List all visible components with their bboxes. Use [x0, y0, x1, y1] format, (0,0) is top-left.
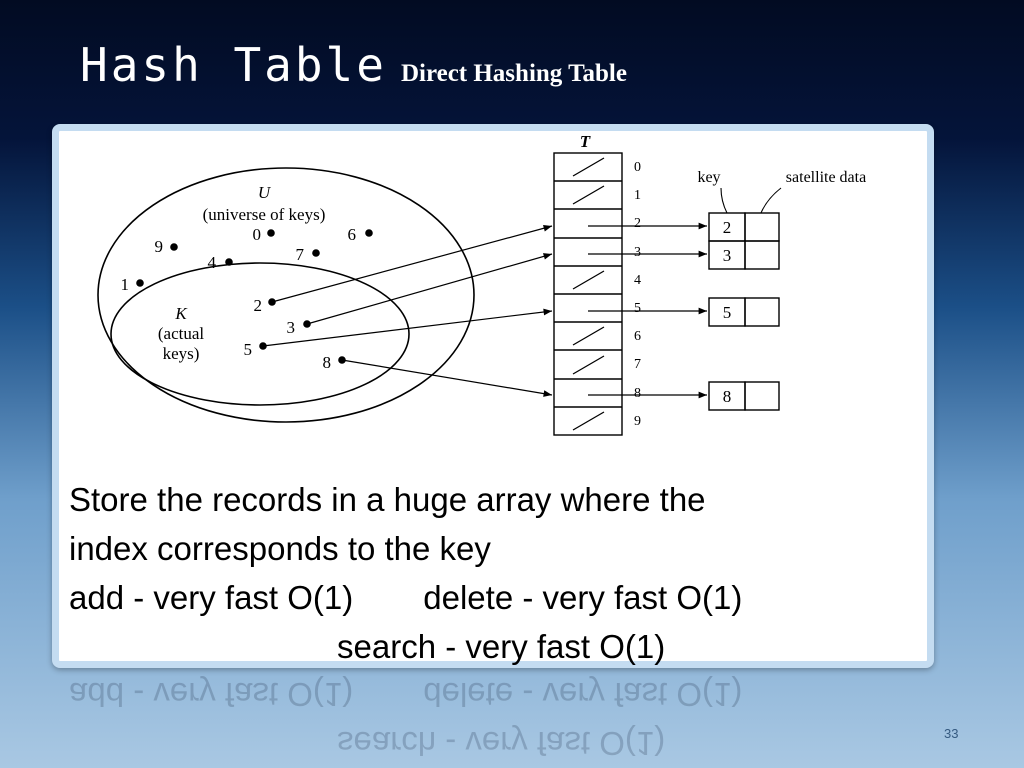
header-leaders	[720, 187, 782, 214]
slot-indices: 0 1 2 3 4 5 6 7 8 9	[634, 160, 641, 429]
satellite-data-header: satellite data	[786, 169, 866, 186]
search-complexity: search - very fast O(1)	[337, 628, 666, 665]
actual-key-3: 3	[287, 318, 311, 337]
reflection-search: search - very fast O(1)	[337, 725, 666, 762]
svg-text:9: 9	[634, 414, 641, 429]
svg-text:0: 0	[253, 225, 262, 244]
universe-label: U	[258, 183, 272, 202]
hash-table	[553, 152, 623, 436]
svg-text:8: 8	[634, 386, 641, 401]
card-reflection: search - very fast O(1) add - very fast …	[52, 672, 934, 768]
table-label: T	[580, 132, 591, 151]
svg-text:3: 3	[723, 246, 732, 265]
actual-key-2: 2	[254, 296, 276, 315]
svg-text:7: 7	[296, 245, 305, 264]
svg-text:8: 8	[723, 387, 732, 406]
subset-label: K	[174, 304, 188, 323]
svg-text:2: 2	[634, 216, 641, 231]
title-main: Hash Table	[80, 38, 387, 92]
unused-key-0: 0	[253, 225, 275, 244]
svg-text:7: 7	[634, 357, 641, 372]
svg-text:6: 6	[348, 225, 357, 244]
actual-key-5: 5	[244, 340, 267, 359]
operations-line: add - very fast O(1) delete - very fast O…	[69, 573, 929, 622]
record-2: 2	[708, 212, 780, 242]
slot-to-record-arrows	[588, 222, 707, 399]
unused-key-9: 9	[155, 237, 178, 256]
actual-key-8: 8	[323, 353, 346, 372]
svg-text:1: 1	[634, 188, 641, 203]
unused-key-1: 1	[121, 275, 144, 294]
key-to-slot-arrows	[262, 224, 553, 397]
universe-caption: (universe of keys)	[203, 205, 326, 224]
svg-text:2: 2	[254, 296, 263, 315]
key-header: key	[697, 169, 720, 186]
direct-hashing-diagram: U (universe of keys) K (actual keys) 9 0…	[97, 132, 866, 436]
page-number: 33	[944, 726, 959, 741]
svg-text:6: 6	[634, 329, 641, 344]
record-5: 5	[708, 297, 780, 327]
add-complexity: add - very fast O(1)	[69, 579, 354, 616]
subset-caption-2: keys)	[163, 344, 200, 363]
universe-ellipse	[97, 167, 475, 423]
svg-text:4: 4	[634, 273, 641, 288]
svg-text:5: 5	[244, 340, 253, 359]
svg-text:5: 5	[723, 303, 732, 322]
svg-text:8: 8	[323, 353, 332, 372]
unused-key-7: 7	[296, 245, 320, 264]
unused-key-6: 6	[348, 225, 373, 244]
svg-text:2: 2	[723, 218, 732, 237]
actual-keys-ellipse	[110, 262, 410, 406]
record-3: 3	[708, 240, 780, 270]
record-8: 8	[708, 381, 780, 411]
svg-text:4: 4	[208, 253, 217, 272]
svg-text:3: 3	[287, 318, 296, 337]
content-card: U (universe of keys) K (actual keys) 9 0…	[52, 124, 934, 668]
subset-caption-1: (actual	[158, 324, 205, 343]
description-line-1: Store the records in a huge array where …	[69, 481, 706, 518]
svg-text:0: 0	[634, 160, 641, 175]
slide-title: Hash Table Direct Hashing Table	[80, 38, 627, 92]
svg-text:9: 9	[155, 237, 164, 256]
title-subtitle: Direct Hashing Table	[400, 60, 627, 87]
delete-complexity: delete - very fast O(1)	[423, 579, 743, 616]
svg-text:5: 5	[634, 301, 641, 316]
svg-text:3: 3	[634, 245, 641, 260]
svg-text:1: 1	[121, 275, 130, 294]
description-line-2: index corresponds to the key	[69, 530, 491, 567]
reflection-operations: add - very fast O(1)delete - very fast O…	[69, 676, 743, 713]
nil-slashes	[572, 157, 605, 431]
description-text: Store the records in a huge array where …	[69, 475, 929, 671]
unused-key-4: 4	[208, 253, 233, 272]
